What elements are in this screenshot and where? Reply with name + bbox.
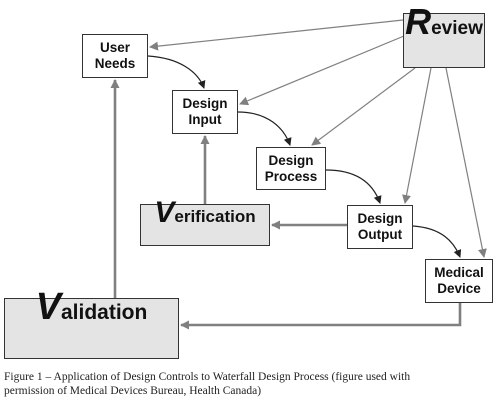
review-box: R eview	[403, 1, 485, 68]
medical-device-line1: Medical	[434, 265, 484, 280]
user-needs-box: User Needs	[82, 34, 148, 78]
arrow-medical-device-to-validation	[180, 303, 462, 330]
design-input-line2: Input	[188, 112, 222, 127]
validation-box: V alidation	[4, 286, 179, 359]
arrow-design-process-to-design-output	[325, 169, 382, 204]
review-rest: eview	[431, 18, 483, 39]
arrow-review-to-design-input	[239, 35, 405, 106]
arrow-design-output-to-medical-device	[412, 225, 462, 258]
diagram-arrows	[110, 19, 487, 330]
arrow-review-to-design-process	[311, 67, 416, 146]
design-output-box: Design Output	[347, 205, 413, 249]
arrow-design-input-to-design-process	[237, 111, 292, 146]
figure-caption: Figure 1 – Application of Design Control…	[4, 370, 496, 398]
caption-line2: permission of Medical Devices Bureau, He…	[4, 385, 262, 397]
user-needs-line2: Needs	[94, 56, 136, 71]
design-process-line2: Process	[264, 168, 318, 184]
medical-device-box: Medical Device	[425, 259, 493, 303]
validation-rest: alidation	[61, 301, 148, 324]
design-output-line2: Output	[357, 227, 403, 242]
user-needs-line1: User	[99, 40, 131, 55]
arrow-review-to-design-output	[402, 67, 432, 204]
design-process-box: Design Process	[256, 147, 326, 190]
arrow-review-to-medical-device	[445, 67, 487, 258]
design-output-line1: Design	[357, 211, 403, 226]
design-input-line1: Design	[182, 96, 228, 111]
verification-initial: V	[154, 196, 175, 229]
arrow-review-to-user-needs	[149, 19, 404, 51]
medical-device-line2: Device	[437, 281, 481, 296]
verification-rest: erification	[174, 207, 256, 226]
caption-line1: Figure 1 – Application of Design Control…	[4, 371, 411, 383]
design-input-box: Design Input	[172, 90, 238, 134]
arrow-user-needs-to-design-input	[147, 55, 206, 89]
review-initial: R	[405, 1, 432, 42]
verification-box: V erification	[140, 196, 270, 246]
validation-initial: V	[35, 286, 61, 328]
design-process-line1: Design	[268, 152, 314, 168]
